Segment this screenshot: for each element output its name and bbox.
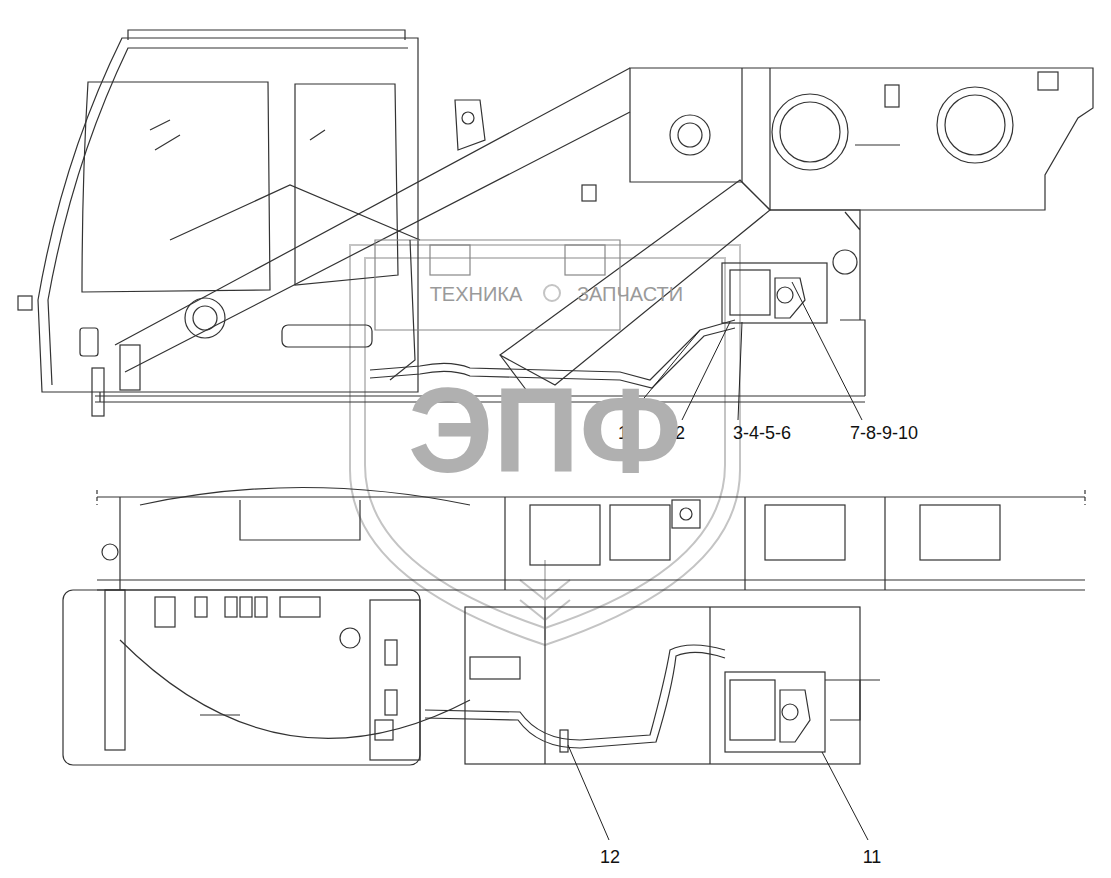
drawing-line: [115, 68, 630, 372]
drawing-line: [240, 597, 252, 617]
drawing-line: [722, 263, 827, 323]
watermark-text: ТЕХНИКА: [430, 284, 523, 304]
drawing-line: [200, 714, 240, 715]
drawing-line: [730, 680, 775, 740]
drawing-line: [385, 690, 397, 715]
drawing-line: [545, 607, 880, 764]
drawing-line: [670, 115, 710, 155]
drawing-line: [97, 497, 1085, 590]
drawing-line: [92, 368, 104, 416]
drawing-line: [682, 322, 730, 420]
drawing-line: [255, 597, 267, 617]
drawing-line: [544, 285, 560, 301]
drawing-line: [500, 180, 770, 395]
watermark-logo: ЭПФ: [408, 370, 682, 490]
drawing-line: [530, 505, 600, 565]
callout-number: 3-4-5-6: [733, 424, 791, 442]
drawing-line: [738, 322, 742, 420]
drawing-line: [225, 597, 237, 617]
drawing-line: [1038, 72, 1058, 90]
drawing-line: [82, 82, 270, 292]
plan-view: [63, 488, 1085, 766]
callout-number: 7-8-9-10: [850, 424, 918, 442]
drawing-line: [370, 600, 420, 760]
drawing-line: [945, 95, 1005, 155]
drawing-line: [430, 245, 470, 275]
drawing-line: [680, 508, 692, 520]
watermark-shield: [350, 245, 740, 645]
drawing-line: [770, 210, 860, 320]
drawing-line: [462, 112, 474, 124]
drawing-line: [18, 296, 32, 310]
drawing-line: [105, 590, 125, 750]
drawing-line: [340, 628, 360, 648]
drawing-line: [780, 690, 810, 742]
drawing-line: [568, 745, 609, 840]
drawing-line: [350, 245, 740, 645]
drawing-line: [772, 94, 848, 170]
drawing-line: [120, 640, 470, 738]
drawing-line: [150, 120, 325, 150]
drawing-line: [920, 505, 1000, 560]
drawing-line: [170, 185, 420, 240]
drawing-line: [455, 100, 485, 150]
drawing-line: [782, 704, 798, 720]
drawing-line: [937, 87, 1013, 163]
drawing-line: [833, 250, 857, 274]
drawing-line: [282, 325, 372, 347]
drawing-line: [240, 500, 360, 540]
drawing-line: [777, 287, 793, 303]
drawing-line: [97, 490, 1085, 505]
drawing-line: [425, 645, 725, 740]
drawing-line: [120, 345, 140, 390]
watermark-text: ЗАПЧАСТИ: [577, 284, 683, 304]
drawing-line: [375, 720, 393, 740]
drawing-line: [295, 84, 398, 285]
drawing-line: [63, 590, 420, 765]
drawing-line: [425, 652, 725, 748]
drawing-line: [610, 505, 670, 560]
drawing-line: [825, 680, 860, 720]
drawing-line: [385, 640, 397, 665]
drawing-line: [742, 68, 900, 210]
drawing-line: [582, 185, 596, 201]
drawing-line: [725, 672, 825, 752]
drawing-line: [792, 282, 862, 420]
drawing-line: [672, 500, 700, 528]
drawing-line: [120, 497, 885, 590]
drawing-line: [155, 597, 175, 627]
drawing-line: [280, 597, 320, 617]
drawing-line: [560, 730, 568, 752]
drawing-line: [885, 85, 899, 107]
drawing-line: [102, 544, 118, 560]
drawing-line: [565, 245, 605, 275]
drawing-line: [128, 30, 405, 40]
callout-number: 12: [600, 848, 620, 866]
drawing-line: [730, 270, 770, 315]
drawing-line: [678, 123, 702, 147]
drawing-line: [80, 328, 98, 356]
leader-lines: [568, 282, 868, 840]
callout-number: 11: [863, 848, 882, 866]
drawing-line: [470, 657, 520, 679]
drawing-line: [765, 505, 845, 560]
drawing-line: [780, 102, 840, 162]
drawing-line: [822, 752, 868, 840]
drawing-line: [195, 597, 207, 617]
drawing-line: [390, 240, 415, 380]
drawing-line: [630, 68, 1093, 210]
drawing-line: [140, 488, 470, 506]
side-elevation: [18, 30, 1093, 416]
